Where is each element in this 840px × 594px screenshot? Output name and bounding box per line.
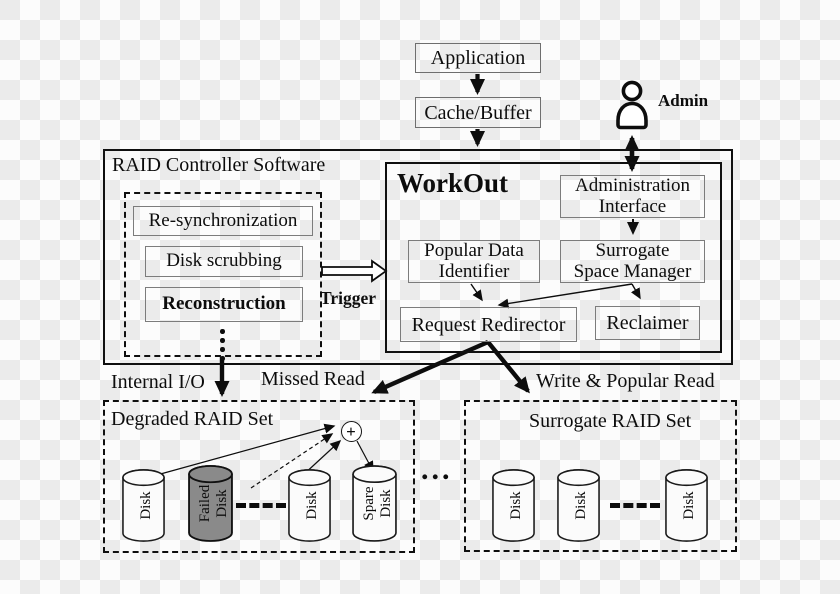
surrogate-raid-set-group [464, 400, 737, 552]
disk-cylinder-icon [665, 469, 708, 542]
surrogate-disk-3: Disk [664, 468, 709, 543]
administration-interface-box: Administration Interface [560, 175, 705, 218]
failed-disk: Failed Disk [187, 464, 234, 543]
disk-cylinder-icon [492, 469, 535, 542]
dotted-continuation-icon [220, 329, 225, 361]
surrogate-raid-set-title: Surrogate RAID Set [529, 410, 692, 432]
write-popular-read-label: Write & Popular Read [536, 370, 715, 392]
workout-title: WorkOut [397, 168, 509, 198]
workout-box [385, 162, 722, 353]
cache-buffer-box: Cache/Buffer [415, 97, 541, 128]
internal-io-label: Internal I/O [111, 371, 205, 393]
degraded-raid-set-title: Degraded RAID Set [111, 408, 274, 430]
disk-cylinder-icon [122, 469, 165, 542]
surrogate-space-manager-box: Surrogate Space Manager [560, 240, 705, 283]
resynchronization-box: Re-synchronization [133, 206, 313, 236]
disk-cylinder-icon [557, 469, 600, 542]
request-redirector-box: Request Redirector [400, 307, 577, 342]
disk-chain-dashes-icon [610, 503, 660, 508]
disk-chain-dashes-icon [236, 503, 286, 508]
disk-scrubbing-box: Disk scrubbing [145, 246, 303, 277]
reconstruction-box: Reconstruction [145, 287, 303, 322]
degraded-disk-2: Disk [287, 468, 332, 543]
admin-label: Admin [658, 91, 709, 110]
ellipsis-icon: ... [421, 453, 453, 486]
xor-icon: + [340, 420, 362, 442]
disk-label: Spare Disk [361, 486, 394, 521]
missed-read-label: Missed Read [261, 368, 365, 390]
reclaimer-box: Reclaimer [595, 306, 700, 340]
disk-label: Disk [138, 491, 155, 520]
trigger-label: Trigger [320, 288, 377, 308]
surrogate-disk-1: Disk [491, 468, 536, 543]
popular-data-identifier-box: Popular Data Identifier [408, 240, 540, 283]
disk-label: Disk [681, 491, 698, 520]
surrogate-disk-2: Disk [556, 468, 601, 543]
spare-disk: Spare Disk [351, 464, 398, 543]
raid-controller-title: RAID Controller Software [112, 154, 326, 176]
disk-label: Disk [508, 491, 525, 520]
disk-label: Disk [573, 491, 590, 520]
degraded-disk-1: Disk [121, 468, 166, 543]
degraded-raid-set-group [103, 400, 415, 553]
application-box: Application [415, 43, 541, 73]
admin-person-icon [616, 80, 648, 130]
